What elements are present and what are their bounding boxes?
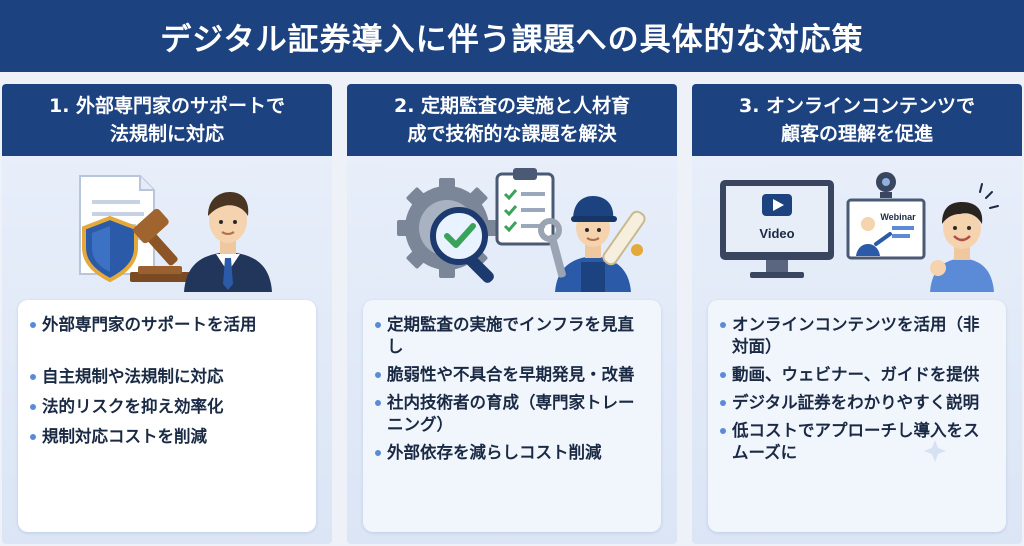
column-heading-line1: 3. オンラインコンテンツで — [738, 95, 976, 117]
list-item: デジタル証券をわかりやすく説明 — [720, 392, 994, 414]
column-legal-support: 1. 外部専門家のサポートで 法規制に対応 — [2, 84, 332, 544]
list-item: 規制対応コストを削減 — [30, 426, 304, 448]
list-item: 定期監査の実施でインフラを見直し — [375, 314, 649, 358]
column-heading: 3. オンラインコンテンツで 顧客の理解を促進 — [692, 84, 1022, 156]
webinar-label: Webinar — [880, 212, 916, 222]
scroll-icon — [602, 210, 646, 266]
bullet-list: 定期監査の実施でインフラを見直し 脆弱性や不具合を早期発見・改善 社内技術者の育… — [375, 314, 649, 464]
list-item: 社内技術者の育成（専門家トレーニング） — [375, 392, 649, 436]
monitor-icon: Video — [720, 180, 834, 278]
list-item: 低コストでアプローチし導入をスムーズに — [720, 420, 994, 464]
audit-illustration — [347, 164, 677, 294]
column-heading-line2: 顧客の理解を促進 — [780, 123, 933, 145]
bullet-list: 外部専門家のサポートを活用 自主規制や法規制に対応 法的リスクを抑え効率化 規制… — [30, 314, 304, 448]
person-icon — [930, 183, 999, 292]
bullet-card: 外部専門家のサポートを活用 自主規制や法規制に対応 法的リスクを抑え効率化 規制… — [18, 300, 316, 532]
column-online-content: 3. オンラインコンテンツで 顧客の理解を促進 Video — [692, 84, 1022, 544]
column-heading-line1: 1. 外部専門家のサポートで — [48, 95, 286, 117]
video-label: Video — [759, 226, 794, 241]
sparkle-icon — [924, 440, 946, 462]
list-item: 自主規制や法規制に対応 — [30, 366, 304, 388]
column-heading-line1: 2. 定期監査の実施と人材育 — [393, 95, 631, 117]
page-header: デジタル証券導入に伴う課題への具体的な対応策 — [0, 0, 1024, 72]
magnifier-icon — [430, 207, 494, 283]
column-heading-line2: 法規制に対応 — [109, 123, 224, 145]
list-item: 外部依存を減らしコスト削減 — [375, 442, 649, 464]
clipboard-icon — [495, 168, 555, 246]
column-heading: 1. 外部専門家のサポートで 法規制に対応 — [2, 84, 332, 156]
list-item: 動画、ウェビナー、ガイドを提供 — [720, 364, 994, 386]
webcam-icon — [876, 172, 896, 198]
bullet-card: オンラインコンテンツを活用（非対面） 動画、ウェビナー、ガイドを提供 デジタル証… — [708, 300, 1006, 532]
list-item: オンラインコンテンツを活用（非対面） — [720, 314, 994, 358]
bullet-card: 定期監査の実施でインフラを見直し 脆弱性や不具合を早期発見・改善 社内技術者の育… — [363, 300, 661, 532]
gavel-icon — [130, 208, 190, 282]
page-title: デジタル証券導入に伴う課題への具体的な対応策 — [160, 21, 864, 58]
bullet-list: オンラインコンテンツを活用（非対面） 動画、ウェビナー、ガイドを提供 デジタル証… — [720, 314, 994, 464]
webinar-screen-icon: Webinar — [846, 198, 926, 260]
list-item: 法的リスクを抑え効率化 — [30, 396, 304, 418]
businessman-icon — [184, 192, 272, 292]
list-item: 脆弱性や不具合を早期発見・改善 — [375, 364, 649, 386]
wrench-icon — [538, 218, 566, 278]
column-audit-training: 2. 定期監査の実施と人材育 成で技術的な課題を解決 — [347, 84, 677, 544]
list-item: 外部専門家のサポートを活用 — [30, 314, 304, 336]
shield-icon — [82, 215, 138, 283]
column-heading: 2. 定期監査の実施と人材育 成で技術的な課題を解決 — [347, 84, 677, 156]
column-heading-line2: 成で技術的な課題を解決 — [407, 123, 617, 145]
online-illustration: Video Webinar — [692, 164, 1022, 294]
legal-illustration — [2, 164, 332, 294]
